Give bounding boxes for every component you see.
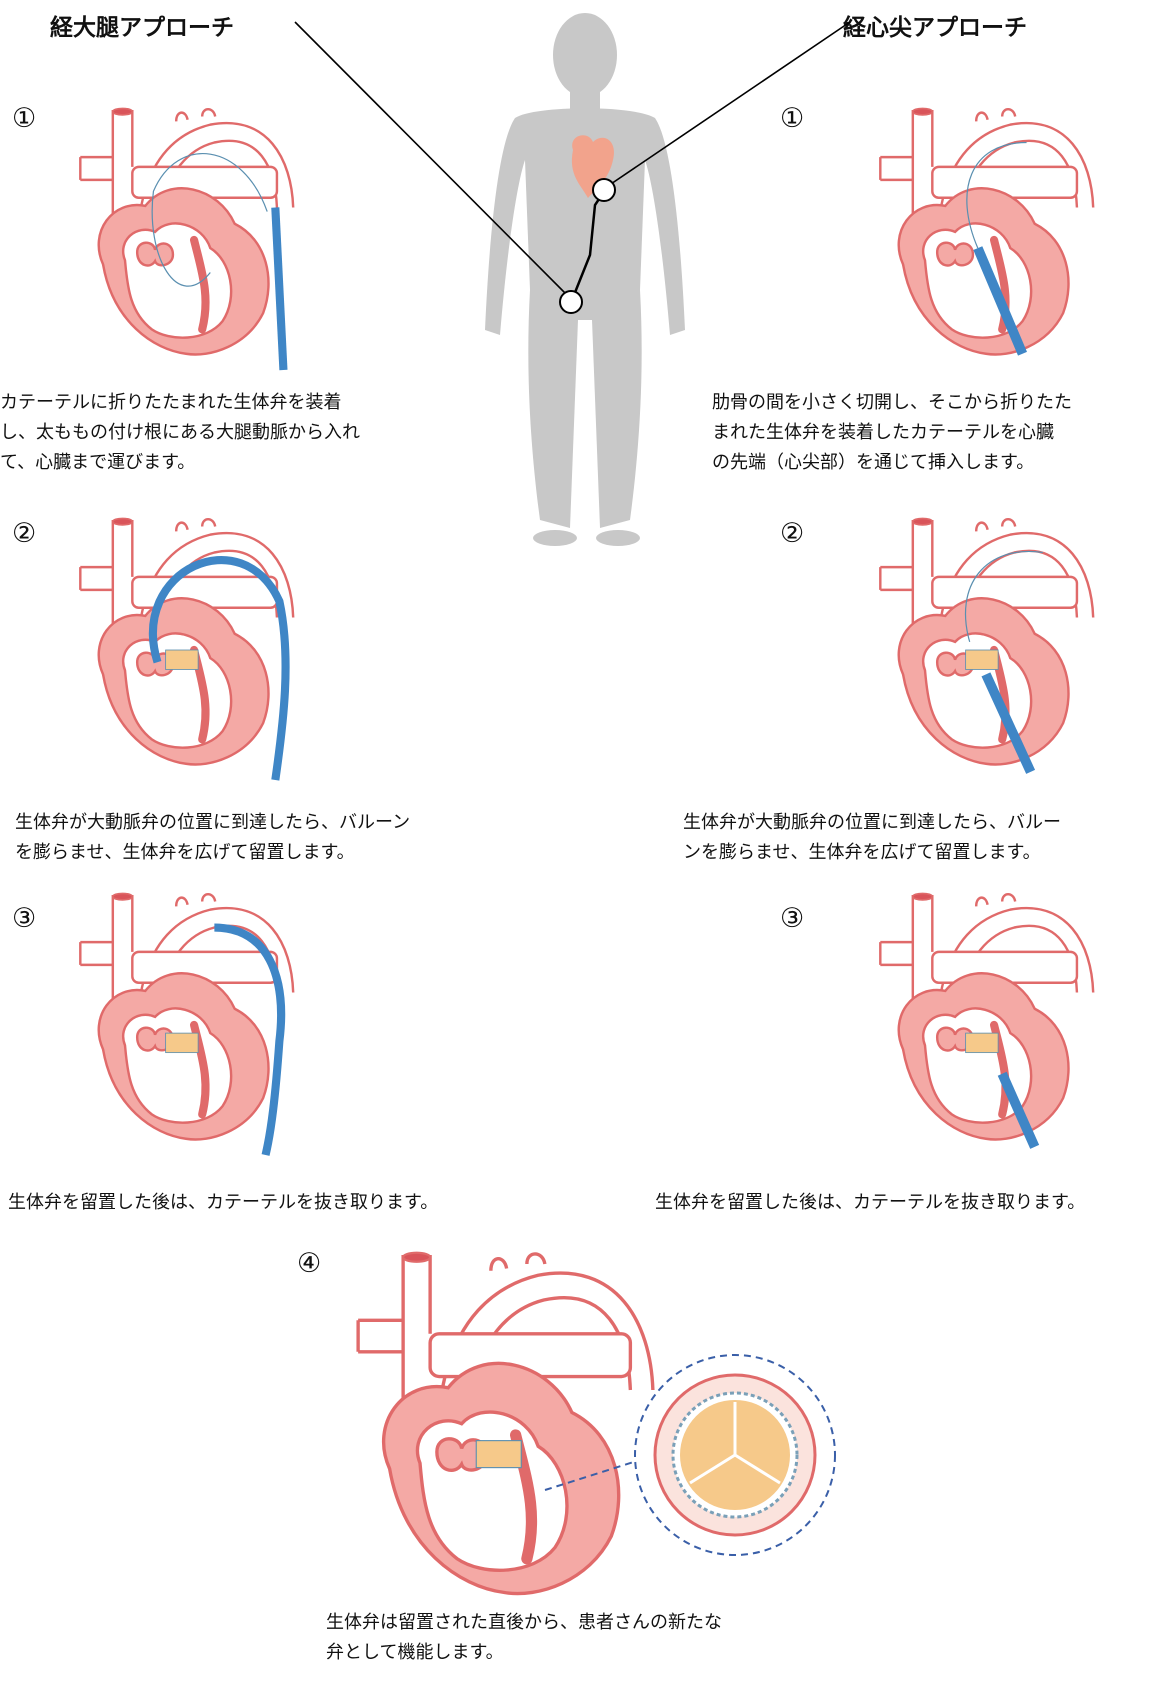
- final-step-caption: 生体弁は留置された直後から、患者さんの新たな 弁として機能します。: [326, 1608, 722, 1668]
- femoral-step-3-number: ③: [12, 905, 36, 932]
- femoral-step-2-caption: 生体弁が大動脈弁の位置に到達したら、バルーン を膨らませ、生体弁を広げて留置しま…: [15, 808, 410, 868]
- apical-step-3-heart-illustration: [860, 895, 1120, 1155]
- femoral-step-1-caption: カテーテルに折りたたまれた生体弁を装着 し、太ももの付け根にある大腿動脈から入れ…: [0, 388, 360, 478]
- femoral-step-3-heart-illustration: [55, 895, 325, 1155]
- apical-step-2-caption: 生体弁が大動脈弁の位置に到達したら、バルー ンを膨らませ、生体弁を広げて留置しま…: [683, 808, 1061, 868]
- apical-step-3-caption: 生体弁を留置した後は、カテーテルを抜き取ります。: [655, 1188, 1085, 1218]
- apical-step-2-number: ②: [780, 520, 804, 547]
- femoral-step-2-heart-illustration: [55, 520, 325, 780]
- valve-closeup-inset: [520, 1340, 840, 1570]
- femoral-step-3-caption: 生体弁を留置した後は、カテーテルを抜き取ります。: [8, 1188, 438, 1218]
- apical-step-1-heart-illustration: [860, 110, 1120, 370]
- femoral-step-2-number: ②: [12, 520, 36, 547]
- final-step-number: ④: [297, 1250, 321, 1277]
- apical-step-1-caption: 肋骨の間を小さく切開し、そこから折りたた まれた生体弁を装着したカテーテルを心臓…: [712, 388, 1072, 478]
- apical-step-3-number: ③: [780, 905, 804, 932]
- apical-step-2-heart-illustration: [860, 520, 1120, 780]
- femoral-step-1-heart-illustration: [55, 110, 325, 370]
- apical-step-1-number: ①: [780, 105, 804, 132]
- femoral-step-1-number: ①: [12, 105, 36, 132]
